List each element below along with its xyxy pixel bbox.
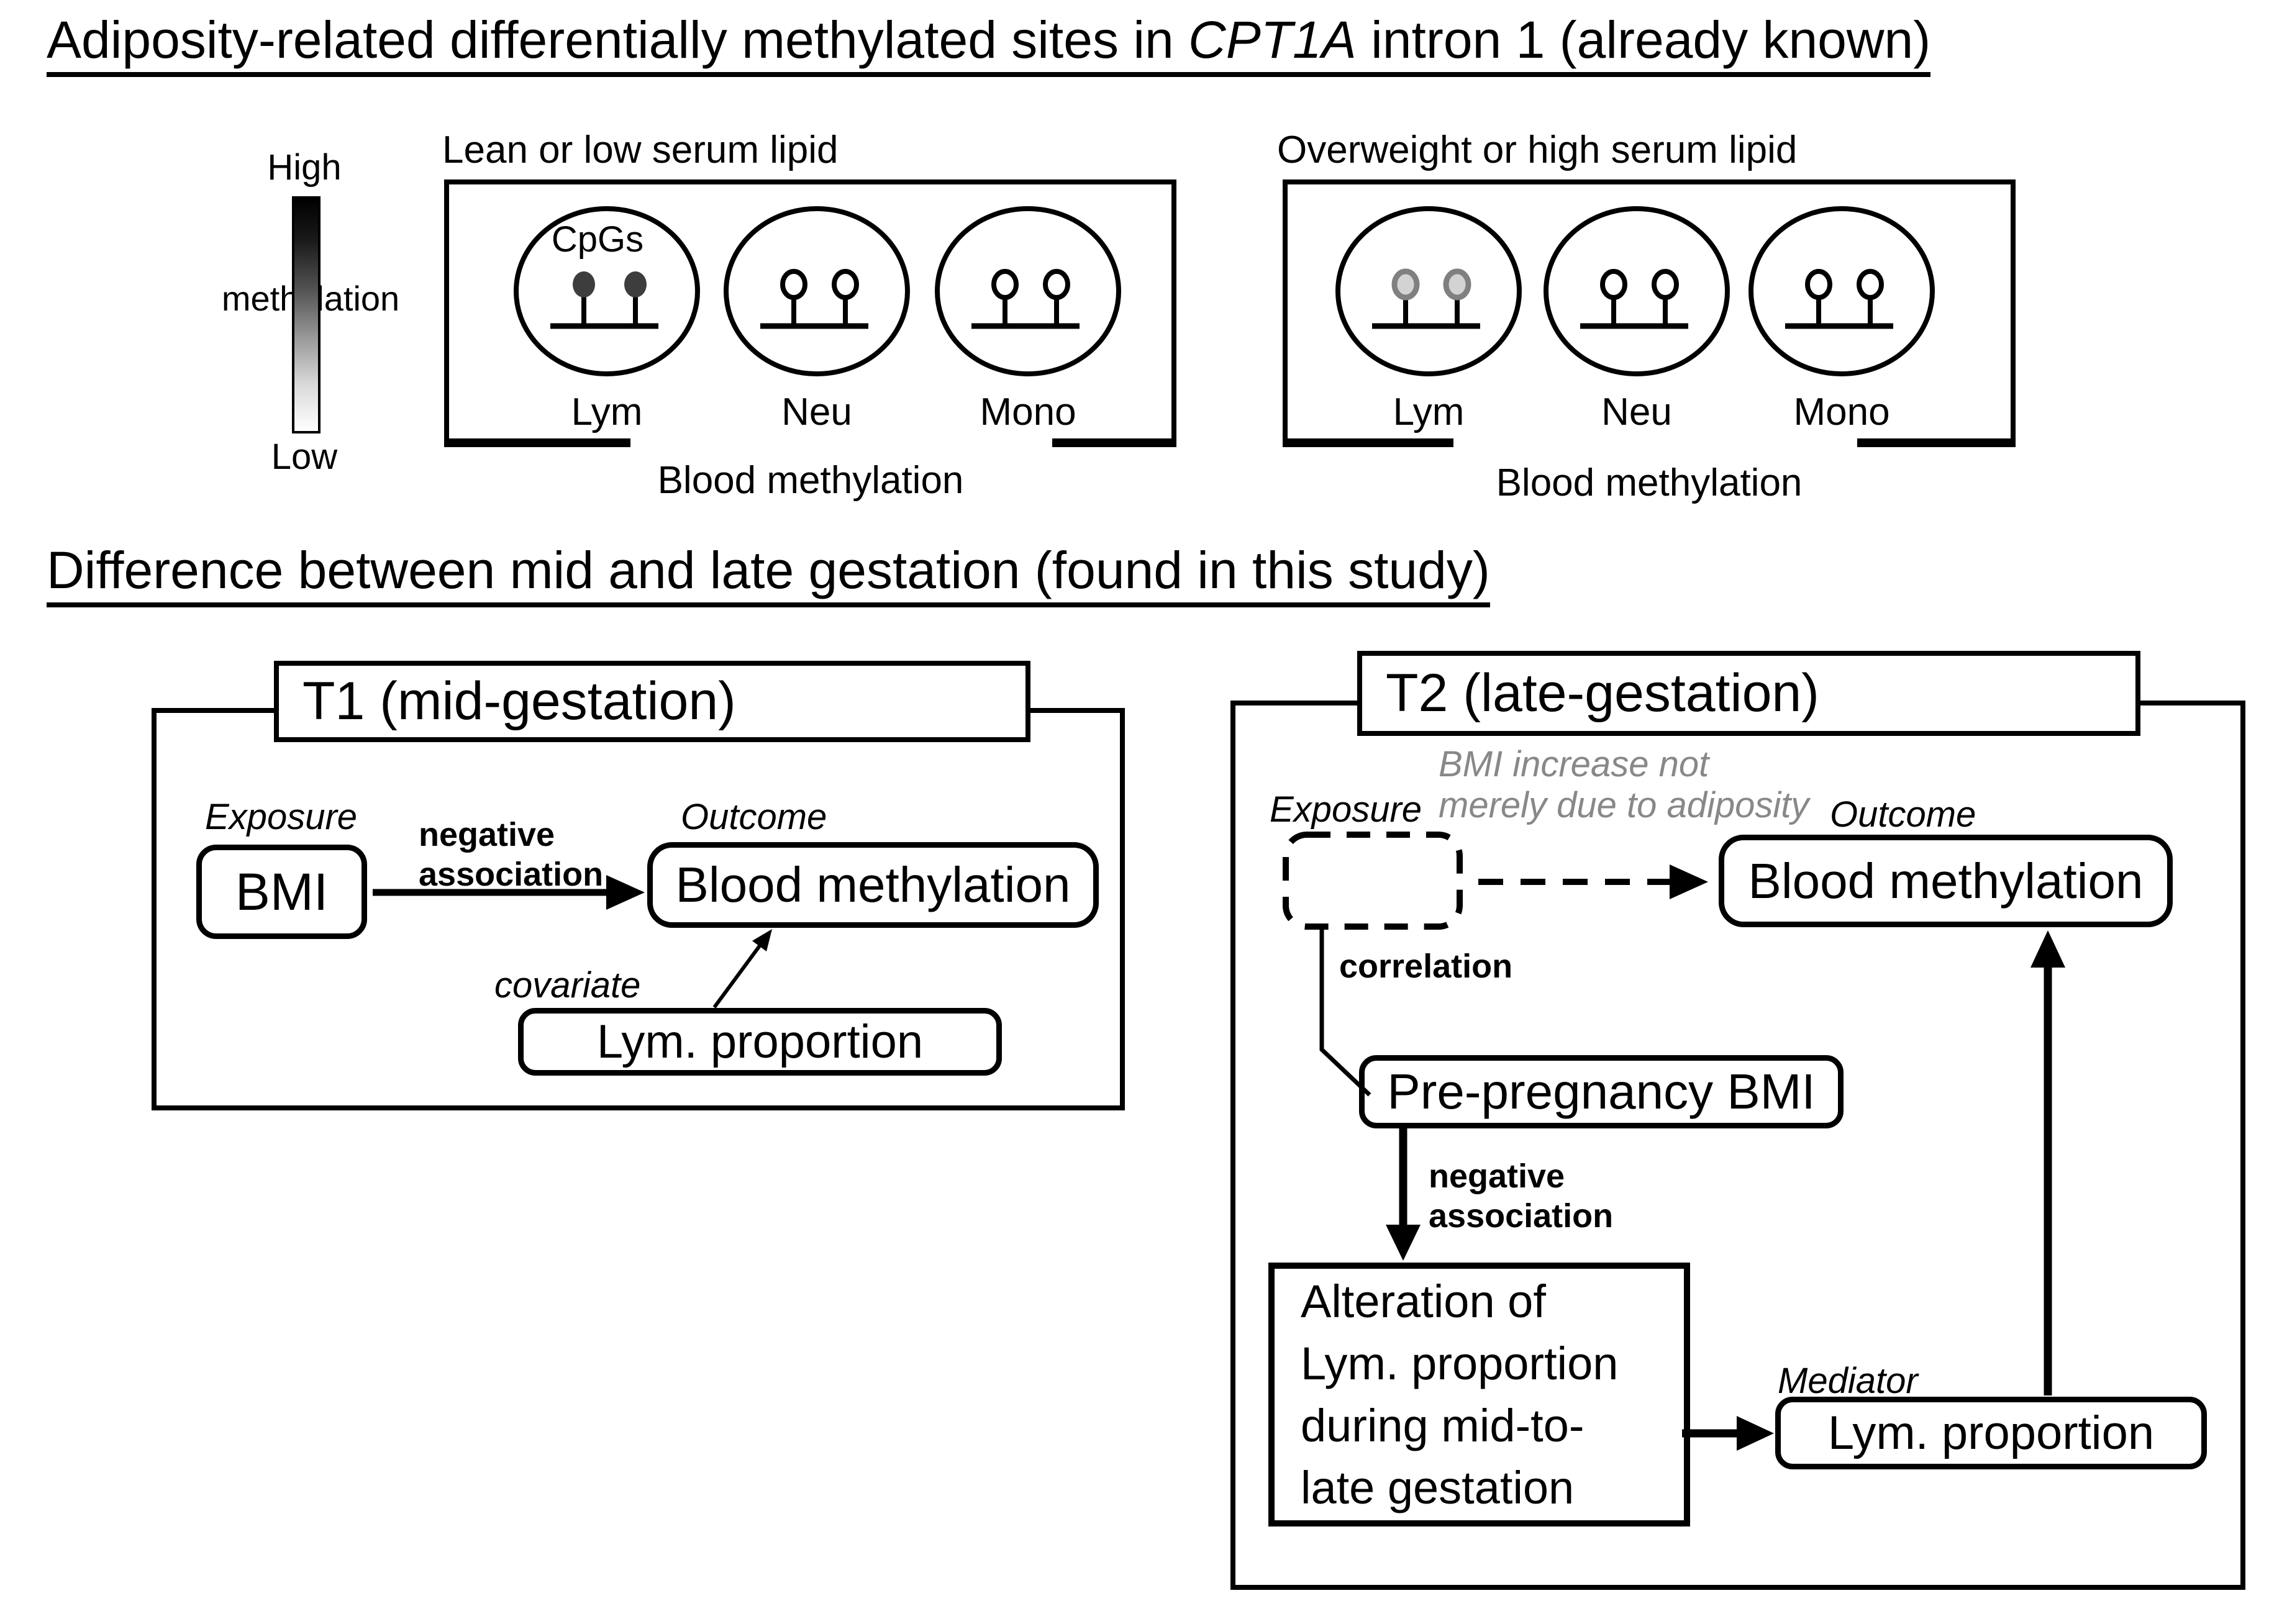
overweight-cell-label-lym: Lym bbox=[1393, 391, 1465, 433]
lean-group-box bbox=[444, 179, 1176, 443]
lean-cell-label-lym: Lym bbox=[571, 391, 643, 433]
section1-title-suffix: intron 1 (already known) bbox=[1356, 11, 1931, 69]
methylation-gradient-bar-icon bbox=[292, 196, 321, 433]
t1-blood-node-label: Blood methylation bbox=[675, 857, 1071, 912]
t1-lym-proportion-node: Lym. proportion bbox=[518, 1008, 1002, 1076]
overweight-caption: Blood methylation bbox=[1496, 461, 1803, 504]
section1-title: Adiposity-related differentially methyla… bbox=[47, 11, 1931, 78]
legend-low-label: Low bbox=[271, 437, 338, 477]
t2-bmi-node: BMI bbox=[1286, 835, 1460, 927]
t2-outcome-label: Outcome bbox=[1830, 794, 1976, 835]
overweight-group-label: Overweight or high serum lipid bbox=[1277, 129, 1798, 171]
overweight-box-foot-left bbox=[1283, 438, 1453, 447]
t2-blood-methylation-node: Blood methylation bbox=[1719, 835, 2173, 927]
t1-bmi-node-label: BMI bbox=[235, 862, 329, 921]
t2-tab-label: T2 (late-gestation) bbox=[1386, 663, 1819, 723]
lean-box-foot-right bbox=[1052, 438, 1176, 447]
lean-cell-label-neu: Neu bbox=[781, 391, 852, 433]
t2-mediator-label: Mediator bbox=[1778, 1361, 1918, 1401]
lean-cell-label-mono: Mono bbox=[980, 391, 1076, 433]
t1-blood-methylation-node: Blood methylation bbox=[647, 842, 1099, 928]
t2-blood-node-label: Blood methylation bbox=[1748, 853, 2144, 909]
t1-association-label: negative association bbox=[419, 816, 604, 893]
section1-title-prefix: Adiposity-related differentially methyla… bbox=[47, 11, 1189, 69]
t1-tab: T1 (mid-gestation) bbox=[274, 661, 1030, 742]
t1-lym-node-label: Lym. proportion bbox=[596, 1015, 924, 1068]
t2-correlation-label: correlation bbox=[1339, 948, 1513, 985]
t2-prepregnancy-bmi-node: Pre-pregnancy BMI bbox=[1359, 1055, 1844, 1128]
t1-outcome-label: Outcome bbox=[681, 797, 827, 837]
overweight-cell-label-neu: Neu bbox=[1601, 391, 1672, 433]
cpgs-label: CpGs bbox=[551, 219, 644, 260]
t1-covariate-label: covariate bbox=[494, 965, 641, 1005]
t2-association-label: negative association bbox=[1429, 1158, 1614, 1235]
section1-title-gene: CPT1A bbox=[1188, 11, 1357, 69]
section2-title-wrap: Difference between mid and late gestatio… bbox=[47, 542, 1490, 608]
t2-prepregnancy-node-label: Pre-pregnancy BMI bbox=[1387, 1064, 1816, 1119]
t2-note: BMI increase not merely due to adiposity bbox=[1439, 744, 1809, 825]
t2-exposure-label: Exposure bbox=[1270, 789, 1422, 830]
overweight-box-foot-right bbox=[1857, 438, 2016, 447]
overweight-group-box bbox=[1283, 179, 2016, 443]
t2-tab: T2 (late-gestation) bbox=[1357, 651, 2140, 736]
t2-lym-node-label: Lym. proportion bbox=[1827, 1407, 2155, 1459]
t2-bmi-node-label: BMI bbox=[1326, 851, 1419, 910]
t2-alteration-node-label: Alteration of Lym. proportion during mid… bbox=[1301, 1275, 1619, 1513]
t1-bmi-node: BMI bbox=[196, 845, 367, 939]
t2-lym-proportion-node: Lym. proportion bbox=[1775, 1397, 2207, 1469]
legend-high-label: High bbox=[267, 147, 342, 188]
lean-group-label: Lean or low serum lipid bbox=[442, 129, 839, 171]
lean-caption: Blood methylation bbox=[657, 459, 964, 502]
section2-title: Difference between mid and late gestatio… bbox=[47, 542, 1490, 608]
t1-exposure-label: Exposure bbox=[205, 797, 358, 837]
overweight-cell-label-mono: Mono bbox=[1793, 391, 1890, 433]
lean-box-foot-left bbox=[444, 438, 630, 447]
t2-alteration-node: Alteration of Lym. proportion during mid… bbox=[1268, 1263, 1690, 1526]
t1-tab-label: T1 (mid-gestation) bbox=[302, 671, 736, 731]
